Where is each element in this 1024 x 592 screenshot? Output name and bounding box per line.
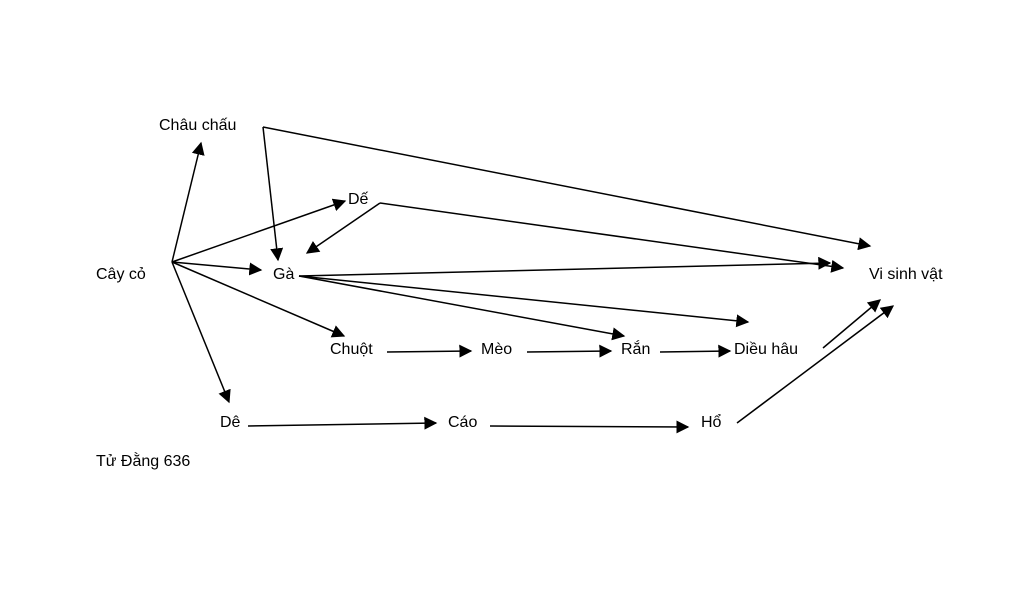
arrow-de-cricket-to-vi-sinh-vat <box>379 202 845 273</box>
arrow-dieu-hau-to-vi-sinh-vat <box>822 299 881 349</box>
arrow-de-cricket-to-ga <box>305 202 381 254</box>
arrow-cao-to-ho <box>489 420 690 434</box>
arrow-cay-co-to-de-goat <box>171 261 231 404</box>
arrow-cay-co-to-de-cricket <box>171 198 347 263</box>
node-ho: Hổ <box>701 414 722 431</box>
node-de-goat: Dê <box>220 414 241 431</box>
node-de-cricket: Dế <box>348 191 369 208</box>
node-chau-chau: Châu chấu <box>159 117 237 134</box>
arrow-de-goat-to-cao <box>247 416 438 430</box>
arrow-cay-co-to-chau-chau <box>171 141 205 263</box>
arrow-ga-to-dieu-hau <box>298 275 750 328</box>
node-ga: Gà <box>273 266 295 283</box>
author-signature: Tử Đằng 636 <box>96 453 191 470</box>
arrow-meo-to-ran <box>526 344 613 358</box>
arrow-chau-chau-to-ga <box>262 126 284 262</box>
arrow-ho-to-vi-sinh-vat <box>736 305 895 424</box>
arrow-chuot-to-meo <box>386 344 473 358</box>
arrow-ga-to-ran <box>298 275 626 341</box>
arrow-chau-chau-to-vi-sinh-vat <box>262 126 872 251</box>
arrow-ga-to-vi-sinh-vat <box>298 256 832 277</box>
node-cay-co: Cây cỏ <box>96 266 146 283</box>
node-meo: Mèo <box>481 341 513 358</box>
node-chuot: Chuột <box>330 341 373 358</box>
node-dieu-hau: Diều hâu <box>734 341 799 358</box>
node-cao: Cáo <box>448 414 478 431</box>
node-vi-sinh-vat: Vi sinh vật <box>869 266 943 283</box>
node-ran: Rắn <box>621 341 651 358</box>
arrow-cay-co-to-chuot <box>171 261 346 338</box>
arrow-ran-to-dieu-hau <box>659 344 732 358</box>
arrow-cay-co-to-ga <box>171 261 263 276</box>
